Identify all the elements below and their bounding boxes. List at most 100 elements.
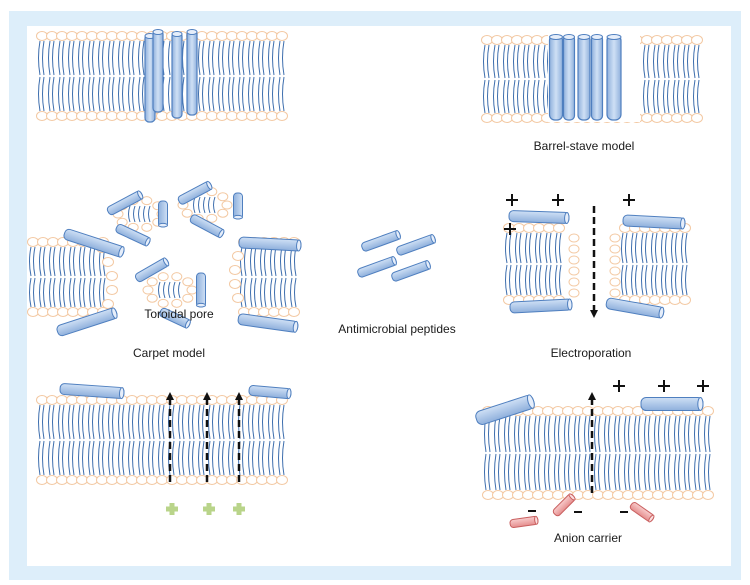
anion-peptide	[552, 493, 576, 517]
lipid-head	[36, 475, 48, 485]
lipid-head	[36, 395, 48, 405]
plus-charge-icon	[697, 380, 709, 392]
lipid-head	[641, 113, 653, 123]
lipid-tail	[282, 404, 285, 440]
lipid-tail	[242, 76, 245, 112]
lipid-head	[256, 111, 268, 121]
peptide-end	[152, 29, 164, 35]
lipid-tail	[673, 44, 676, 79]
lipid-tail	[545, 264, 548, 296]
lipid-tail	[529, 264, 532, 296]
lipid-head	[196, 111, 208, 121]
lipid-head	[67, 307, 79, 317]
lipid-tail	[262, 440, 265, 476]
peptide	[361, 230, 401, 252]
lipid-tail	[162, 440, 165, 476]
lipid-tail	[192, 440, 195, 476]
lipid-tail	[248, 440, 251, 476]
lipid-head	[182, 293, 194, 303]
peptide-body	[237, 313, 299, 333]
peptide-body	[63, 228, 125, 258]
lipid-head	[217, 208, 229, 218]
lipid-tail	[88, 40, 91, 76]
lipid-tail	[68, 404, 71, 440]
lipid-head	[682, 490, 694, 500]
lipid-head	[481, 35, 493, 45]
lipid-head	[66, 395, 78, 405]
lipid-head	[47, 237, 59, 247]
peptide-body	[391, 260, 431, 282]
lipid-tail	[122, 404, 125, 440]
lipid-head	[221, 200, 233, 210]
lipid-head	[176, 395, 188, 405]
lipid-tail	[528, 453, 531, 491]
lipid-tail	[43, 246, 46, 277]
peptide-end	[680, 217, 686, 230]
lipid-tail	[555, 232, 558, 264]
lipid-tail	[62, 440, 65, 476]
arrow-up-icon	[203, 392, 211, 485]
lipid-tail	[668, 415, 671, 453]
peptide	[106, 190, 144, 216]
lipid-tail	[658, 415, 661, 453]
peptide-body	[508, 210, 570, 224]
lipid-tail	[668, 453, 671, 491]
lipid-tail	[272, 76, 275, 112]
lipid-tail	[182, 404, 185, 440]
peptide-body	[152, 29, 164, 113]
lipid-tail	[535, 232, 538, 264]
lipid-tail	[708, 453, 711, 491]
lipid-tail	[278, 440, 281, 476]
lipid-tail	[584, 415, 587, 453]
lipid-tail	[88, 76, 91, 112]
lipid-tail	[539, 232, 542, 264]
lipid-tail	[202, 440, 205, 476]
lipid-tail	[132, 40, 135, 76]
peptide	[56, 307, 118, 337]
lipid-head	[568, 233, 580, 243]
lipid-tail	[648, 453, 651, 491]
lipid-tail	[537, 79, 540, 114]
lipid-tail	[260, 277, 263, 308]
lipid-tail	[33, 246, 36, 277]
lipid-tail	[274, 277, 277, 308]
lipid-tail	[517, 44, 520, 79]
lipid-tail	[173, 281, 176, 299]
lipid-tail	[208, 76, 211, 112]
lipid-tail	[657, 44, 660, 79]
plus-charge-icon	[613, 380, 625, 392]
lipid-head	[521, 35, 533, 45]
lipid-head	[592, 490, 604, 500]
lipid-head	[256, 475, 268, 485]
lipid-head	[47, 307, 59, 317]
lipid-head	[612, 406, 624, 416]
lipid-head	[246, 475, 258, 485]
lipid-tail	[693, 44, 696, 79]
peptide-end	[567, 298, 573, 311]
lipid-tail	[654, 453, 657, 491]
lipid-tail	[198, 40, 201, 76]
lipid-tail	[152, 440, 155, 476]
lipid-tail	[212, 76, 215, 112]
lipid-tail	[503, 44, 506, 79]
lipid-head	[126, 111, 138, 121]
lipid-tail	[664, 415, 667, 453]
lipid-tail	[527, 79, 530, 114]
peptide	[158, 200, 168, 228]
lipid-head	[176, 475, 188, 485]
lipid-head	[232, 251, 244, 261]
lipid-tail	[687, 44, 690, 79]
lipid-tail	[683, 79, 686, 114]
lipid-tail	[564, 415, 567, 453]
lipid-tail	[78, 76, 81, 112]
lipid-head	[206, 111, 218, 121]
lipid-head	[266, 31, 278, 41]
lipid-tail	[525, 232, 528, 264]
peptide-end	[111, 307, 118, 319]
lipid-tail	[665, 232, 668, 264]
lipid-head	[226, 31, 238, 41]
lipid-tail	[604, 415, 607, 453]
lipid-tail	[673, 79, 676, 114]
lipid-tail	[514, 415, 517, 453]
lipid-head	[482, 490, 494, 500]
